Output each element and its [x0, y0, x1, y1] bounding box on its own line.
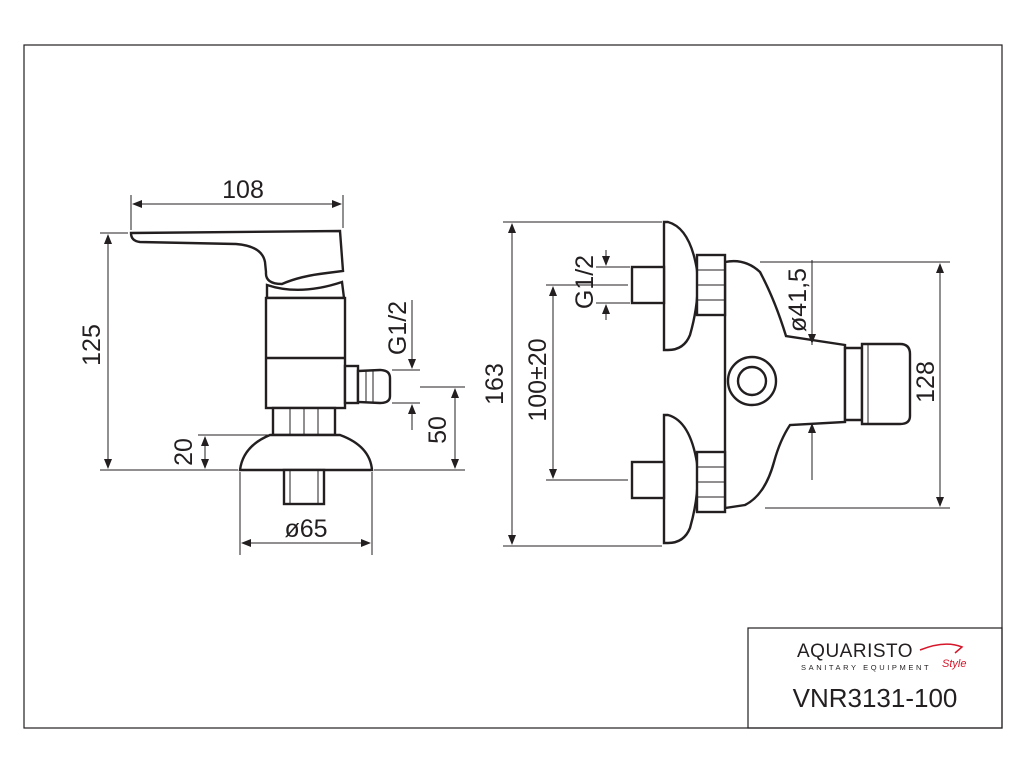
dim-front-outlet-height: 128 [912, 361, 940, 403]
brand-logo: AQUARISTO SANITARY EQUIPMENT Style [797, 641, 966, 672]
brand-tagline: SANITARY EQUIPMENT [801, 663, 931, 672]
dim-side-thread: G1/2 [384, 301, 412, 355]
wall-flange [238, 433, 374, 472]
title-block: AQUARISTO SANITARY EQUIPMENT Style VNR31… [747, 627, 1003, 729]
outlet-connector [843, 346, 864, 422]
lever-handle [129, 229, 345, 286]
front-view: 163 100±20 G1/2 ø41,5 128 [481, 220, 950, 547]
dim-side-width: 108 [222, 176, 264, 204]
model-number: VNR3131-100 [793, 683, 958, 713]
dim-flange-diameter: ø65 [284, 515, 327, 543]
mixer-body [264, 296, 347, 410]
upper-flange [662, 220, 699, 352]
lower-inlet [630, 460, 666, 500]
dim-front-height: 163 [481, 363, 509, 405]
inlet-stub [282, 468, 326, 506]
mixer-body-front [723, 259, 847, 510]
dim-outlet-height: 50 [424, 416, 452, 444]
dim-outlet-diameter: ø41,5 [784, 268, 812, 332]
upper-inlet [630, 265, 666, 305]
side-view: 108 125 20 G1/2 50 ø65 [78, 176, 465, 555]
lower-flange [662, 413, 699, 545]
dim-front-thread: G1/2 [571, 255, 599, 309]
dim-inlet-spacing: 100±20 [524, 338, 552, 421]
drawing-frame [23, 44, 1003, 729]
dim-flange-height: 20 [170, 438, 198, 466]
brand-swoosh [919, 643, 964, 654]
brand-script: Style [942, 658, 966, 670]
dim-side-height: 125 [78, 324, 106, 366]
handle-cap [265, 280, 346, 300]
outlet-stub [343, 364, 360, 405]
brand-name: AQUARISTO [797, 641, 913, 662]
